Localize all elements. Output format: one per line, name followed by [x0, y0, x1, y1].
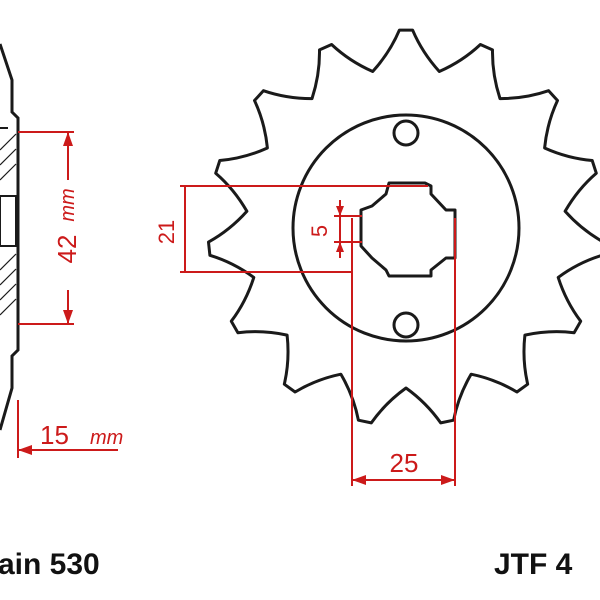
side-profile — [0, 43, 20, 431]
part-number-label: JTF 4 — [494, 548, 573, 581]
spline-width-arrow-right — [441, 475, 455, 485]
width-dimension-value: 15 — [40, 420, 69, 450]
sprocket-hub-circle — [291, 113, 521, 343]
width-dimension-arrow — [18, 445, 32, 455]
spline-width-arrow-left — [352, 475, 366, 485]
side-profile-spline-slot — [0, 195, 17, 247]
bore-dimension-value: 42 — [52, 235, 82, 264]
bore-dimension — [18, 131, 74, 325]
spline-depth-arrow-top — [336, 206, 344, 216]
spline-depth-arrow-bottom — [336, 242, 344, 252]
inner-height-dimension — [180, 185, 428, 273]
chain-label: ain 530 — [0, 548, 100, 581]
spline-width-dimension — [351, 218, 456, 486]
bore-dimension-unit: mm — [57, 188, 79, 221]
bore-dimension-arrow-bottom — [63, 310, 73, 324]
inner-height-value: 21 — [154, 220, 179, 244]
spline-depth-value: 5 — [307, 225, 332, 237]
width-dimension-unit: mm — [90, 427, 123, 449]
width-dimension — [17, 400, 118, 458]
splined-bore — [359, 181, 457, 278]
bore-dimension-label: 42 mm — [52, 188, 82, 263]
spline-depth-dimension — [334, 200, 362, 258]
spline-width-value: 25 — [390, 448, 419, 478]
side-profile-hatch — [0, 133, 17, 316]
bore-dimension-arrow-top — [63, 132, 73, 146]
mounting-hole-top — [392, 119, 420, 147]
mounting-hole-bottom — [392, 311, 420, 339]
